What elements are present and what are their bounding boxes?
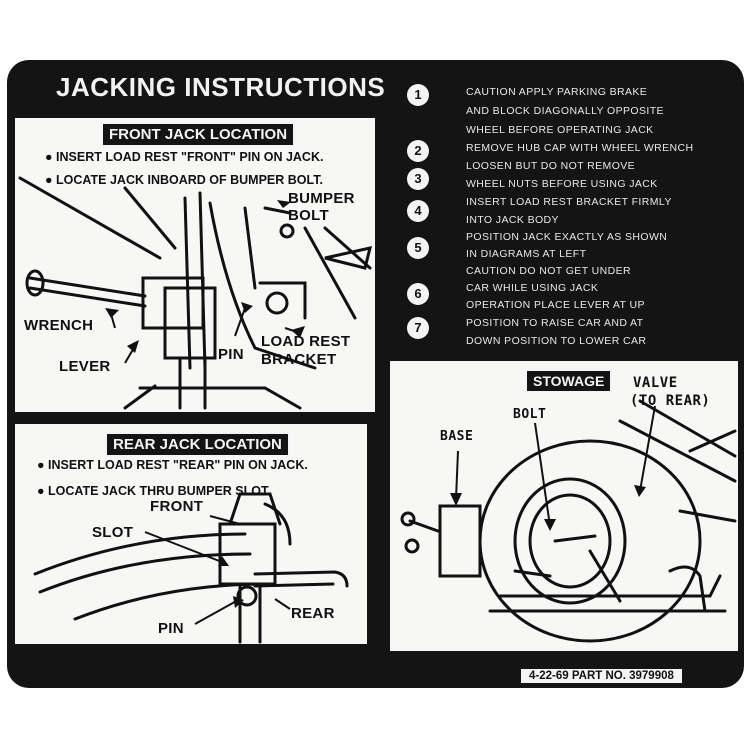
- step-number-4: 4: [407, 200, 429, 222]
- rear-bullet-1: ● INSERT LOAD REST "REAR" PIN ON JACK.: [37, 458, 308, 472]
- slot-label: SLOT: [92, 524, 134, 541]
- step-number-5: 5: [407, 237, 429, 259]
- page-title: JACKING INSTRUCTIONS: [56, 72, 386, 102]
- front-jack-heading: FRONT JACK LOCATION: [101, 122, 296, 147]
- step-line-12: CAR WHILE USING JACK: [466, 282, 599, 294]
- lever-label: LEVER: [59, 358, 111, 375]
- step-line-9: POSITION JACK EXACTLY AS SHOWN: [466, 231, 668, 243]
- step-line-15: DOWN POSITION TO LOWER CAR: [466, 335, 647, 347]
- step-number-3: 3: [407, 168, 429, 190]
- step-line-2: AND BLOCK DIAGONALLY OPPOSITE: [466, 105, 664, 117]
- step-line-4: REMOVE HUB CAP WITH WHEEL WRENCH: [466, 142, 694, 154]
- bracket-label: BRACKET: [261, 351, 337, 368]
- rear-pin-label: PIN: [158, 620, 184, 637]
- step-line-7: INSERT LOAD REST BRACKET FIRMLY: [466, 196, 672, 208]
- stowage-heading: STOWAGE: [525, 369, 613, 393]
- pin-label: PIN: [218, 346, 244, 363]
- front-bullet-2: ● LOCATE JACK INBOARD OF BUMPER BOLT.: [45, 173, 323, 187]
- rear-jack-panel: REAR JACK LOCATION ● INSERT LOAD REST "R…: [15, 424, 367, 644]
- step-number-7: 7: [407, 317, 429, 339]
- step-line-5: LOOSEN BUT DO NOT REMOVE: [466, 160, 636, 172]
- valve-label-line2: (TO REAR): [630, 393, 711, 409]
- bumper-label: BUMPER: [288, 190, 355, 207]
- step-line-8: INTO JACK BODY: [466, 214, 559, 226]
- rear-jack-illustration: [33, 492, 349, 644]
- bolt-label: BOLT: [288, 207, 329, 224]
- part-number-label: 4-22-69 PART NO. 3979908: [521, 669, 682, 683]
- rear-label: REAR: [291, 605, 335, 622]
- step-line-6: WHEEL NUTS BEFORE USING JACK: [466, 178, 658, 190]
- stowage-panel: STOWAGE VALVE (TO REAR) BOLT BASE: [390, 361, 738, 651]
- rear-bullet-2: ● LOCATE JACK THRU BUMPER SLOT.: [37, 484, 271, 498]
- load-rest-label: LOAD REST: [261, 333, 351, 350]
- front-bullet-1: ● INSERT LOAD REST "FRONT" PIN ON JACK.: [45, 150, 324, 164]
- step-line-3: WHEEL BEFORE OPERATING JACK: [466, 124, 654, 136]
- valve-label-line1: VALVE: [633, 375, 678, 391]
- front-jack-illustration: [18, 176, 373, 410]
- step-number-6: 6: [407, 283, 429, 305]
- step-line-13: OPERATION PLACE LEVER AT UP: [466, 299, 645, 311]
- step-line-1: CAUTION APPLY PARKING BRAKE: [466, 86, 648, 98]
- step-line-14: POSITION TO RAISE CAR AND AT: [466, 317, 644, 329]
- stowage-illustration: [400, 399, 737, 643]
- stowage-base-label: BASE: [440, 429, 474, 444]
- step-number-2: 2: [407, 140, 429, 162]
- rear-front-label: FRONT: [150, 498, 204, 515]
- rear-jack-heading: REAR JACK LOCATION: [105, 432, 290, 457]
- wrench-label: WRENCH: [24, 317, 94, 334]
- front-jack-panel: FRONT JACK LOCATION ● INSERT LOAD REST "…: [15, 118, 375, 412]
- step-number-1: 1: [407, 84, 429, 106]
- step-line-11: CAUTION DO NOT GET UNDER: [466, 265, 631, 277]
- stowage-bolt-label: BOLT: [513, 407, 547, 422]
- step-line-10: IN DIAGRAMS AT LEFT: [466, 248, 587, 260]
